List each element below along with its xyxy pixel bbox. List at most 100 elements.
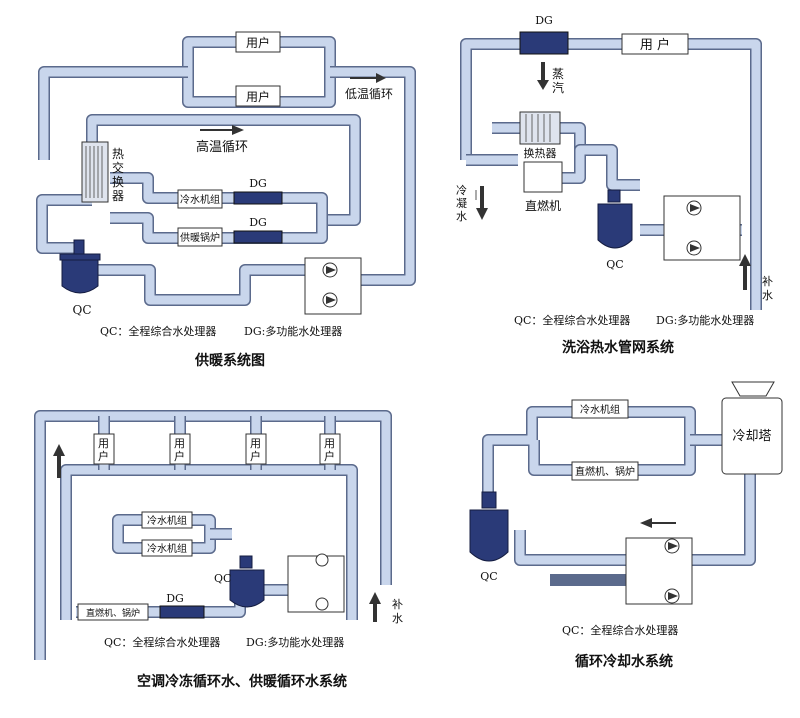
note-dg-heating: DG:多功能水处理器 [244,324,342,338]
makeup-label-bath: 补 水 [762,275,777,302]
ac-user-boxes: 用户 用户 用户 用户 [93,433,341,465]
note-qc-bath: QC：全程综合水处理器 [514,313,630,327]
user-label-ac-1-b: 户 [98,449,109,463]
chiller-box-ac-2 [141,539,193,557]
note-qc-heating: QC：全程综合水处理器 [100,324,216,338]
caption-cooling: 循环冷却水系统 [575,653,673,670]
boiler-label: 供暖锅炉 [180,231,220,244]
chiller-box-ac-1 [141,511,193,529]
boiler-box-cooling [571,461,639,481]
pump-icon [315,553,329,567]
user-label-ac-2-a: 用 [174,437,185,450]
tower-label: 冷却塔 [732,429,771,444]
user-label-ac-3: 用户 [250,437,261,463]
user-label-ac-2-b: 户 [174,449,185,463]
user-label-ac-4-a: 用 [324,437,335,450]
user-label-bath: 用 户 [640,37,670,53]
makeup-label-bath-1: 补 [762,275,773,288]
qc-tank-heating [59,239,101,294]
cooling-tower [721,397,783,475]
cooling-flow-arrow [640,518,676,528]
user-box-bottom [235,85,281,107]
qc-tank-cooling [469,491,509,562]
makeup-label-ac-1: 补 [392,598,403,611]
dg-label-ac: DG [166,592,184,605]
qc-tank-bath [597,189,633,249]
chiller-label: 冷水机组 [180,193,220,206]
note-qc-cooling: QC：全程综合水处理器 [562,623,678,637]
boiler-label-cooling: 直燃机、锅炉 [575,465,635,478]
qc-label-cooling: QC [480,570,497,583]
condensate-label: 冷 凝 水 [456,184,471,223]
condensate-label-3: 水 [456,210,467,223]
pump-arrow-icon [326,266,336,274]
heat-exchanger-label: 热 交 换 器 [112,147,128,203]
user-label-ac-3-a: 用 [250,437,261,450]
makeup-arrow-bath [739,254,751,290]
heat-exchanger-label-1: 热 [112,147,124,161]
tower-fan-icon [731,381,775,397]
note-dg-bath: DG:多功能水处理器 [656,313,754,327]
condensate-arrow [476,186,488,220]
boiler-box-ac [77,603,149,621]
caption-bath: 洗浴热水管网系统 [562,339,674,356]
heat-exchanger-label-3: 换 [112,175,124,189]
exchanger-bath [519,111,561,145]
pump-arrow-icon [690,244,700,252]
makeup-label-ac-2: 水 [392,612,403,625]
heat-exchanger-label-4: 器 [112,189,124,203]
boiler-box [177,227,223,247]
heating-pipes [36,36,416,306]
steam-label-2: 汽 [552,80,564,95]
chiller-label-ac-1: 冷水机组 [147,514,187,527]
pump-arrow-icon [326,296,336,304]
ac-circulation-diagram: 用户 用户 用户 用户 冷水机组 冷水机组 直燃机、锅炉 DG QC 补水 QC… [34,410,403,690]
dg-label-2: DG [249,216,267,229]
dg-label-1: DG [249,177,267,190]
user-label-ac-1: 用户 [98,437,109,463]
note-qc-ac: QC：全程综合水处理器 [104,635,220,649]
qc-label-ac: QC [214,572,231,585]
condensate-label-2: 凝 [456,196,467,210]
dg-unit-bath [519,31,569,55]
chiller-label-cooling: 冷水机组 [580,403,620,416]
boiler-label-ac: 直燃机、锅炉 [86,607,140,619]
user-box-ac-4 [319,433,341,465]
heat-exchanger-label-2: 交 [112,160,124,175]
chiller-box-cooling [571,399,629,419]
user-box-top [235,31,281,53]
pump-arrow-icon [690,204,700,212]
user-label-ac-3-b: 户 [250,449,261,463]
user-label-ac-2: 用户 [174,437,185,463]
chiller-label-ac-2: 冷水机组 [147,542,187,555]
user-box-ac-2 [169,433,191,465]
cooling-pipes [482,406,756,586]
user-box-ac-1 [93,433,115,465]
exchanger-fins [525,114,551,142]
dg-unit-2 [233,230,283,244]
caption-heating: 供暖系统图 [194,352,265,369]
pump-arrow-icon [668,592,678,600]
low-temp-label: 低温循环 [345,87,393,101]
bath-hot-water-diagram: DG 用 户 蒸 汽 换热器 直燃机 冷 凝 水 QC [456,14,777,356]
user-label-ac-4: 用户 [324,437,335,463]
user-label-bottom: 用户 [246,89,270,104]
dg-label-bath: DG [535,14,553,27]
dg-unit-1 [233,191,283,205]
pump-station-cooling [625,537,693,605]
heating-system-diagram: 用户 用户 低温循环 高温循环 热 交 换 器 冷水机组 供暖锅炉 DG DG [36,31,416,369]
pump-arrow-icon [668,542,678,550]
makeup-label-ac: 补水 [392,598,403,625]
steam-label: 蒸 汽 [552,67,568,95]
direct-fired-box [523,161,563,193]
caption-ac: 空调冷冻循环水、供暖循环水系统 [137,673,347,690]
dg-unit-ac [159,605,205,619]
user-label-ac-4-b: 户 [324,449,335,463]
qc-label-heating: QC [72,303,91,317]
low-temp-arrow [350,73,386,83]
exchanger-label-bath: 换热器 [524,146,557,160]
ac-up-arrow [53,444,65,478]
high-temp-label: 高温循环 [196,139,248,155]
pump-station-bath [663,195,741,261]
